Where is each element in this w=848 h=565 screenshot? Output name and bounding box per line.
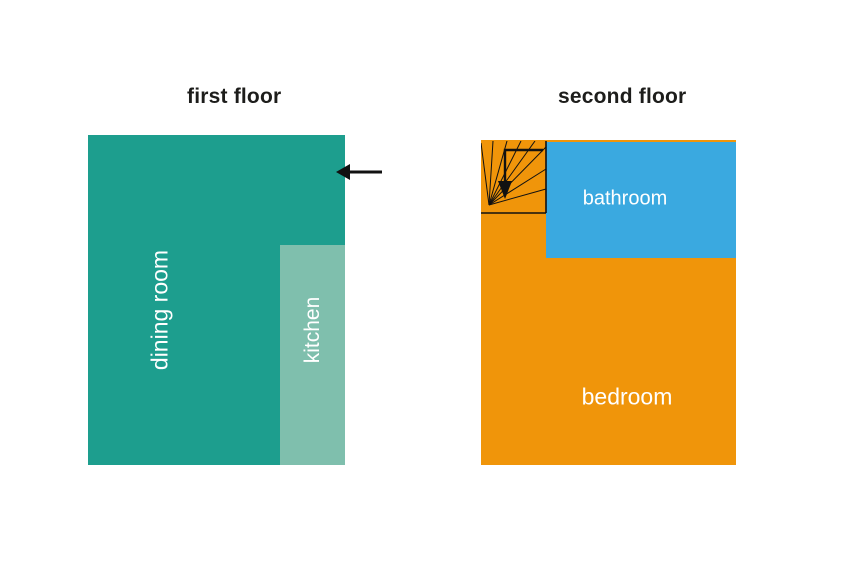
room-label-bathroom: bathroom [582,187,668,210]
first-floor-title: first floor [187,85,282,108]
room-label-kitchen: kitchen [301,296,324,364]
entrance-arrow-icon [330,159,386,185]
stairs-icon [481,141,547,214]
second-floor-title: second floor [558,85,687,108]
room-label-bedroom: bedroom [581,383,673,410]
room-bathroom [546,142,736,258]
room-kitchen [280,245,345,465]
room-label-dining: dining room [146,249,173,371]
